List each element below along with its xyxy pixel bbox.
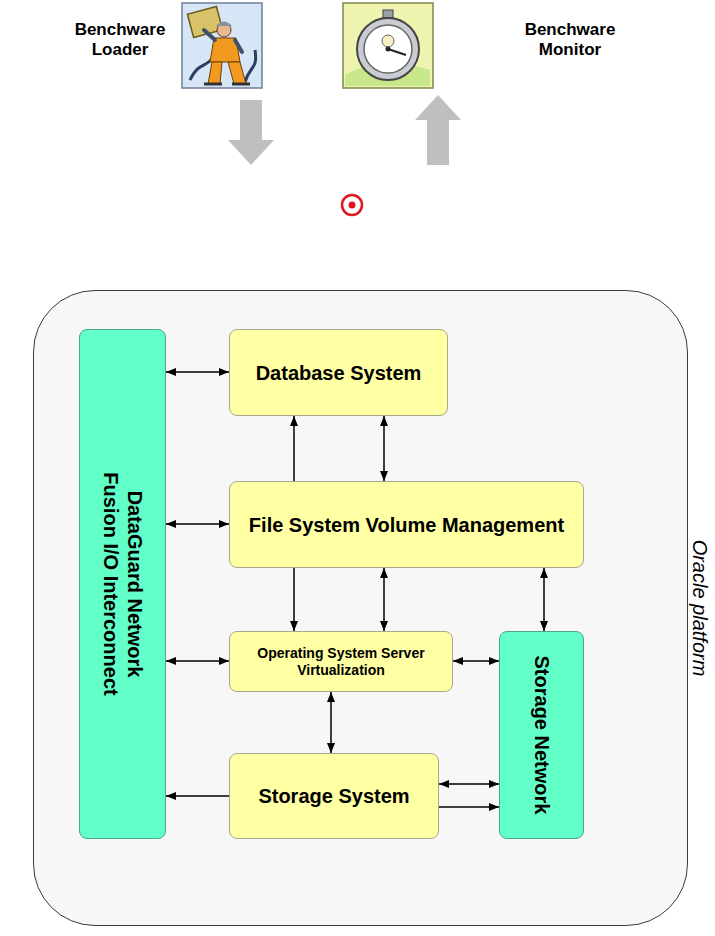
connector-arrow [383, 416, 385, 481]
node-label: Operating System Server Virtualization [230, 645, 452, 679]
layer-box: Storage System [229, 753, 439, 839]
region-title: Oracle platform [688, 540, 711, 677]
connector-arrow [166, 371, 229, 373]
network-band: DataGuard Network Fusion I/O Interconnec… [79, 329, 166, 839]
layer-box: Database System [229, 329, 448, 416]
monitor-arrow [415, 95, 461, 165]
connector-arrow [439, 783, 499, 785]
loader-icon [182, 3, 262, 88]
target-symbol [342, 195, 362, 215]
connector-arrow [293, 416, 295, 481]
connector-arrow [383, 568, 385, 631]
connector-arrow [293, 568, 295, 631]
connector-arrow [166, 523, 229, 525]
stopwatch-icon [343, 3, 433, 88]
node-label: Database System [250, 361, 428, 385]
layer-box: Operating System Server Virtualization [229, 631, 453, 692]
icon-caption: Benchware Monitor [505, 20, 635, 61]
network-band: Storage Network [499, 631, 584, 839]
node-label: Storage System [252, 784, 415, 808]
platform-region: Oracle platformDataGuard Network Fusion … [33, 290, 688, 926]
node-label: DataGuard Network Fusion I/O Interconnec… [99, 467, 147, 702]
connector-arrow [166, 795, 229, 797]
connector-arrow [439, 806, 499, 808]
connector-arrow [166, 660, 229, 662]
node-label: File System Volume Management [243, 513, 570, 537]
connector-arrow [330, 692, 332, 753]
icon-caption: Benchware Loader [55, 20, 185, 61]
connector-arrow [453, 660, 499, 662]
load-arrow [228, 100, 274, 165]
node-label: Storage Network [530, 656, 554, 815]
layer-box: File System Volume Management [229, 481, 584, 568]
connector-arrow [543, 568, 545, 631]
